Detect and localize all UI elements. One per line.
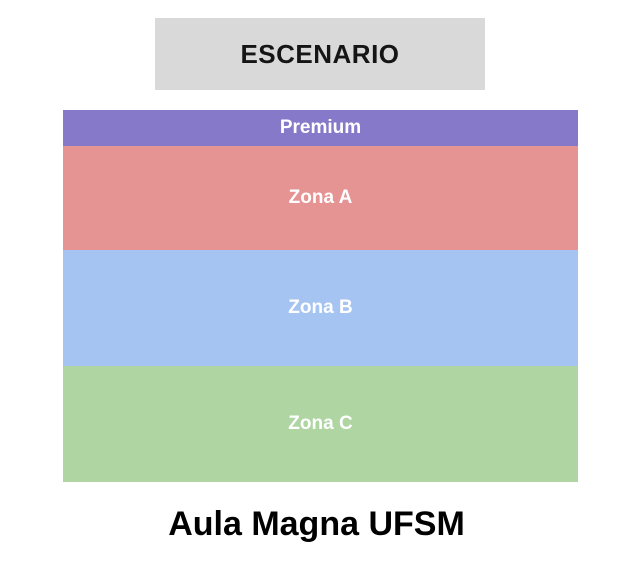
zone-map: Premium Zona A Zona B Zona C	[63, 110, 578, 482]
zone-a[interactable]: Zona A	[63, 146, 578, 250]
stage-label: ESCENARIO	[155, 18, 485, 90]
zone-c[interactable]: Zona C	[63, 366, 578, 482]
zone-b[interactable]: Zona B	[63, 250, 578, 366]
venue-title: Aula Magna UFSM	[168, 505, 465, 543]
zone-premium[interactable]: Premium	[63, 110, 578, 146]
